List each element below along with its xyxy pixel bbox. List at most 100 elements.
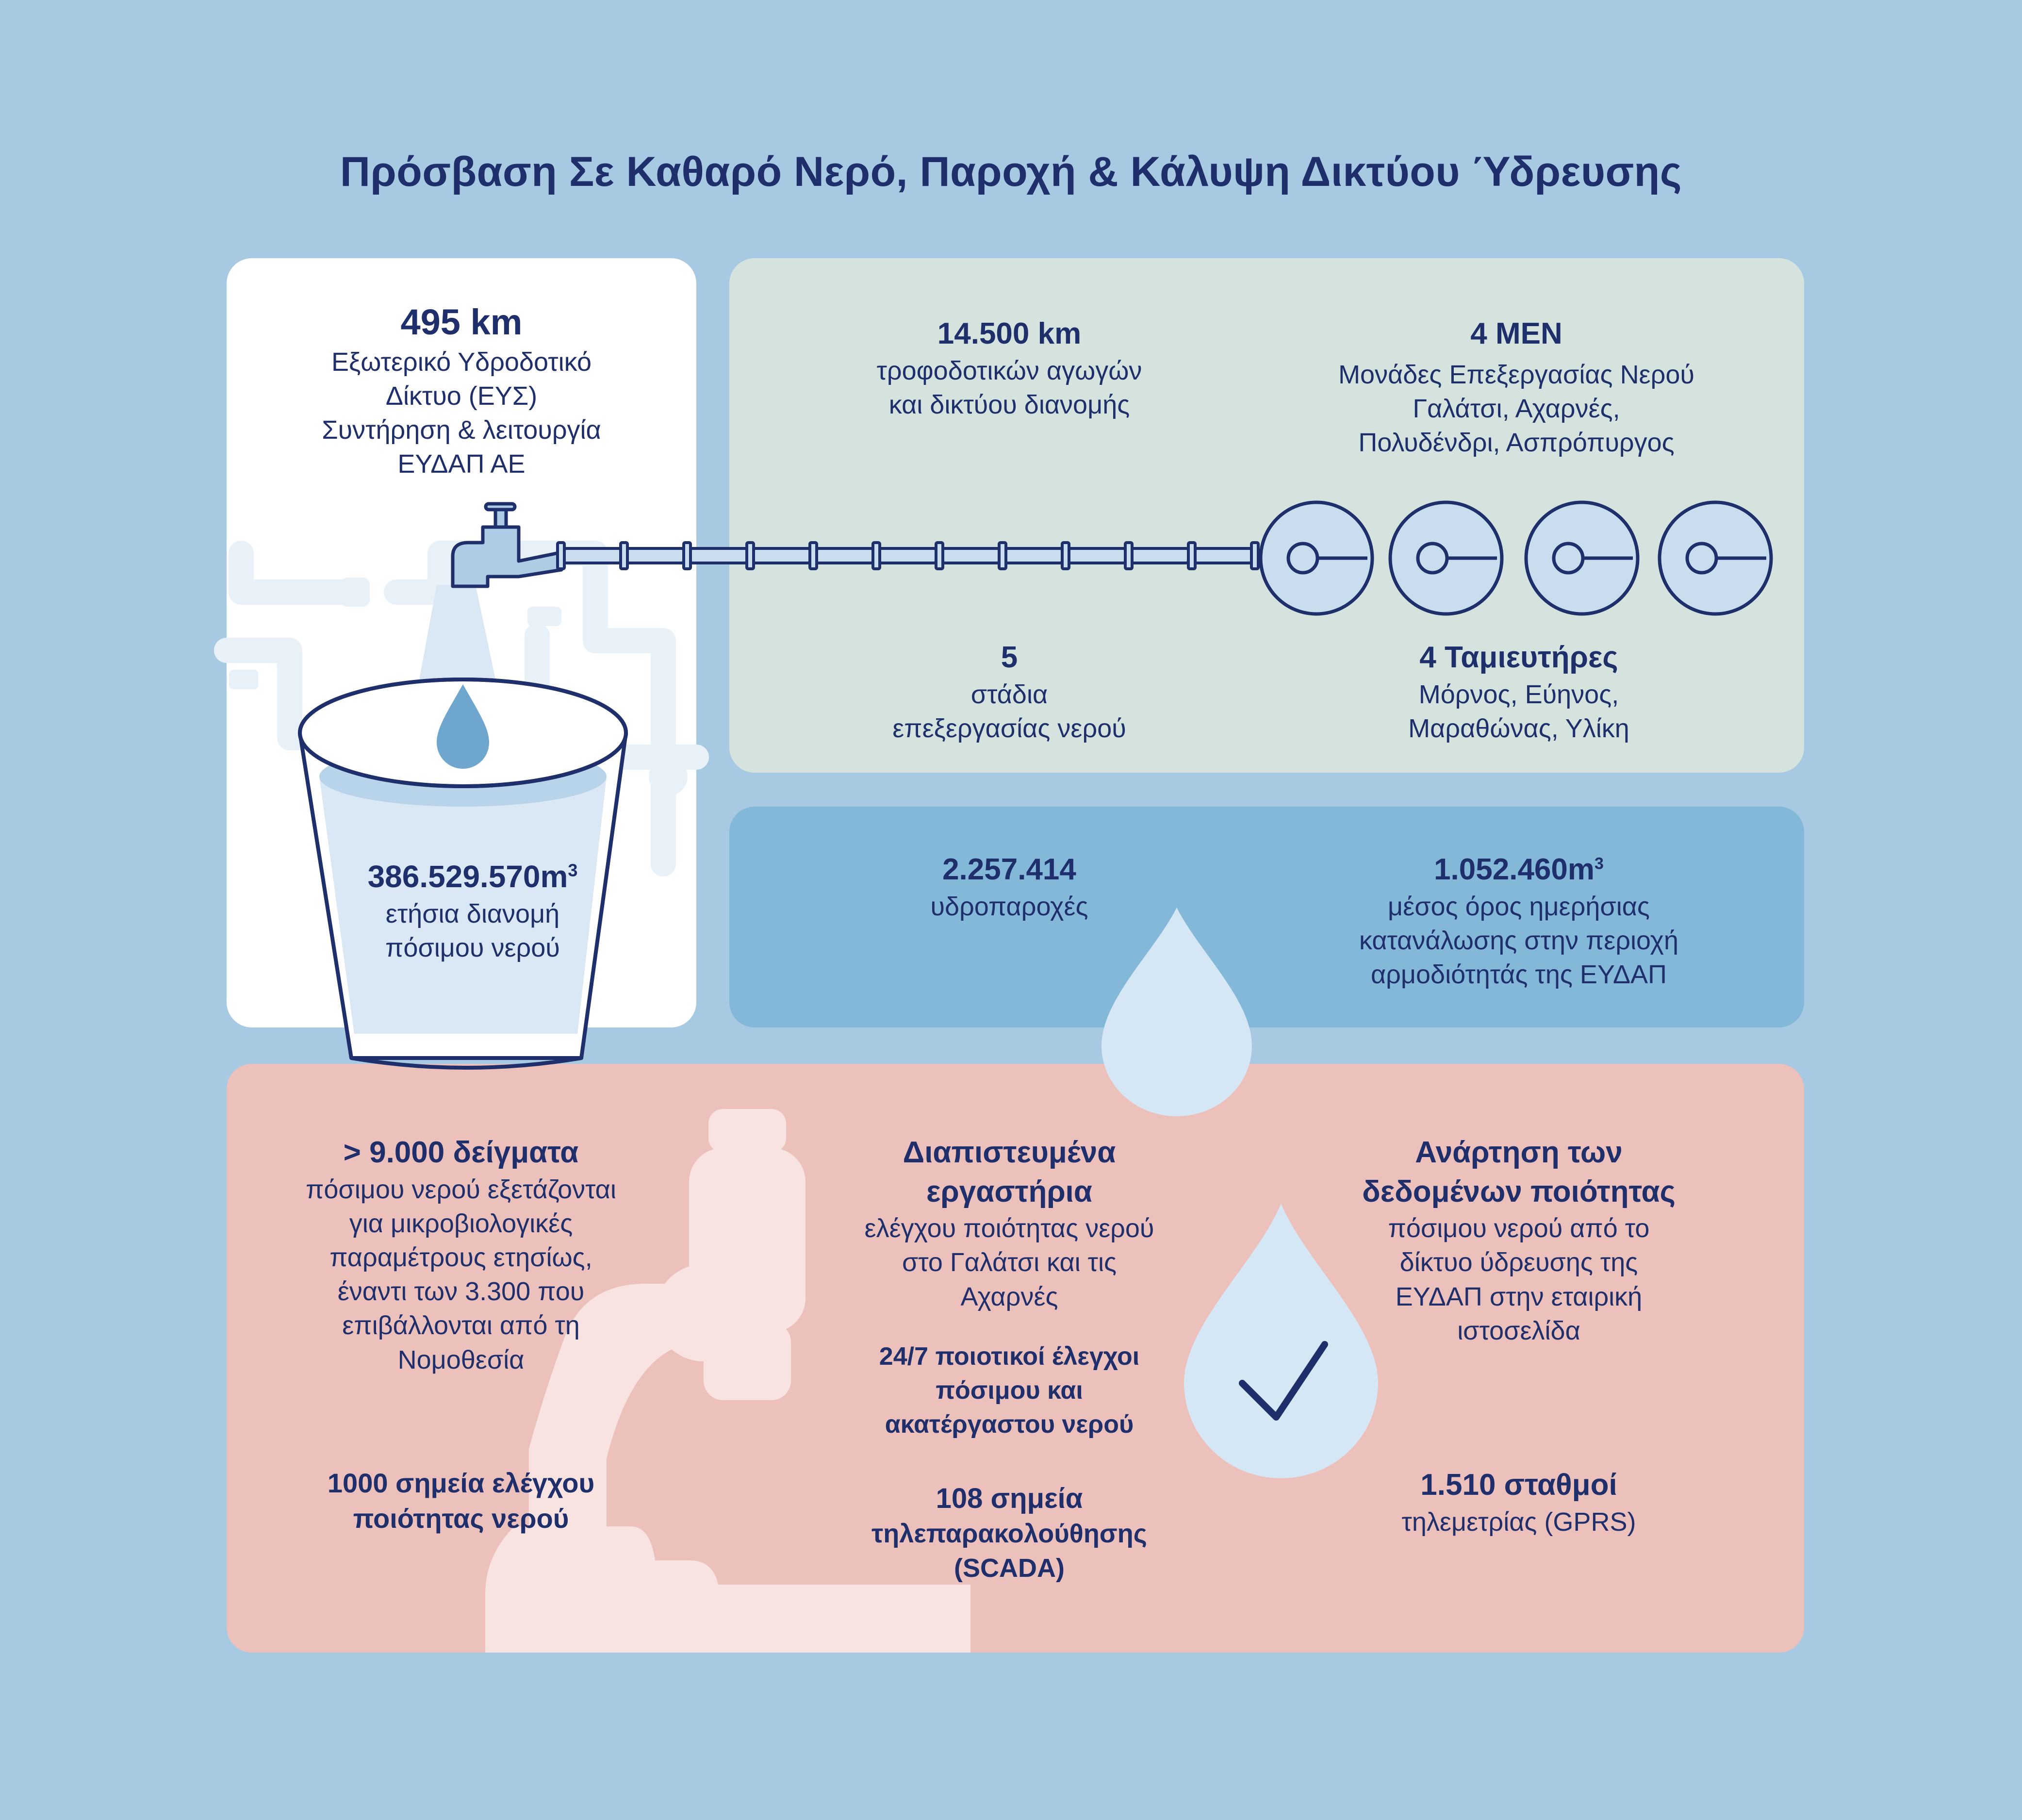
treatment-tank-core (1552, 542, 1585, 575)
treatment-tank-core (1685, 542, 1718, 575)
pipe-segment (562, 547, 622, 564)
telemetry-stat: 1.510 σταθμοί τηλεμετρίας (GPRS) (1320, 1466, 1718, 1539)
control-points-line: 1000 σημεία ελέγχου (327, 1468, 595, 1498)
pipe-segment (1193, 547, 1253, 564)
water-drop-icon (1101, 908, 1252, 1116)
treatment-plants-stat: 4 ΜΕΝ Μονάδες Επεξεργασίας Νερού Γαλάτσι… (1271, 314, 1761, 460)
microscope-icon (485, 1109, 970, 1653)
publication-line: δίκτυο ύδρευσης της (1399, 1248, 1638, 1277)
control-points-stat: 1000 σημεία ελέγχου ποιότητας νερού (262, 1466, 660, 1537)
water-supplies-stat: 2.257.414 υδροπαροχές (815, 850, 1203, 924)
scada-line: (SCADA) (954, 1553, 1065, 1583)
pipe-flange (1187, 541, 1197, 570)
pipe-flange (998, 541, 1007, 570)
stages-line: επεξεργασίας νερού (892, 713, 1126, 743)
daily-consumption-line: κατανάλωσης στην περιοχή (1359, 926, 1678, 955)
pipe-flange (556, 541, 566, 570)
pipe-flange (1061, 541, 1070, 570)
publication-line: πόσιμου νερού από το (1388, 1214, 1650, 1243)
pipe-segment (1130, 547, 1190, 564)
annual-distribution-number: 386.529.570m (367, 859, 568, 894)
samples-line: πόσιμου νερού εξετάζονται (306, 1175, 616, 1204)
annual-distribution-line: πόσιμου νερού (385, 933, 560, 963)
pipe-flange (619, 541, 629, 570)
daily-consumption-value: 1.052.460m3 (1296, 850, 1742, 890)
control-points-line: ποιότητας νερού (353, 1503, 569, 1534)
pipe-segment (940, 547, 1001, 564)
scada-value: 108 σημεία (936, 1483, 1083, 1514)
daily-consumption-unit: 3 (1595, 854, 1604, 873)
external-network-line: Εξωτερικό Υδροδοτικό (331, 347, 592, 377)
labs-line: Αχαρνές (960, 1282, 1058, 1311)
checks-stat: 24/7 ποιοτικοί έλεγχοι πόσιμου και ακατέ… (815, 1340, 1203, 1442)
publication-line: ιστοσελίδα (1457, 1316, 1580, 1345)
annual-distribution-unit: 3 (568, 860, 578, 880)
labs-line: ελέγχου ποιότητας νερού (864, 1214, 1154, 1243)
reservoirs-line: Μόρνος, Εύηνος, (1418, 679, 1619, 709)
samples-line: για μικροβιολογικές (349, 1208, 573, 1238)
samples-line: παραμέτρους ετησίως, (329, 1242, 592, 1272)
scada-stat: 108 σημεία τηλεπαρακολούθησης (SCADA) (815, 1480, 1203, 1585)
pipe-segment (625, 547, 685, 564)
annual-distribution-value: 386.529.570m3 (301, 857, 644, 897)
pipe-flange (1124, 541, 1134, 570)
water-supplies-value: 2.257.414 (942, 853, 1076, 886)
labs-title-line: Διαπιστευμένα (903, 1136, 1116, 1169)
samples-line: έναντι των 3.300 που (337, 1277, 585, 1307)
check-drop-icon (1184, 1204, 1378, 1478)
treatment-plants-line: Γαλάτσι, Αχαρνές, (1413, 394, 1620, 423)
pipe-flange (682, 541, 692, 570)
stages-stat: 5 στάδια επεξεργασίας νερού (815, 638, 1203, 745)
stages-line: στάδια (970, 679, 1048, 709)
water-supplies-line: υδροπαροχές (930, 892, 1088, 921)
supply-panel (729, 807, 1804, 1027)
external-network-value: 495 km (400, 302, 523, 342)
pipe-segment (688, 547, 748, 564)
pipe-flange (745, 541, 755, 570)
pipe-flange (871, 541, 881, 570)
treatment-plants-line: Μονάδες Επεξεργασίας Νερού (1338, 360, 1694, 389)
publication-title-line: Ανάρτηση των (1415, 1136, 1623, 1169)
checks-line: πόσιμου και (936, 1376, 1083, 1405)
telemetry-value: 1.510 σταθμοί (1420, 1468, 1617, 1502)
checks-line: ακατέργαστου νερού (885, 1410, 1134, 1439)
samples-line: Νομοθεσία (397, 1345, 525, 1374)
labs-stat: Διαπιστευμένα εργαστήρια ελέγχου ποιότητ… (815, 1133, 1203, 1314)
external-network-line: Δίκτυο (ΕΥΣ) (385, 381, 538, 411)
pipelines-line: και δικτύου διανομής (888, 390, 1130, 419)
external-network-line: Συντήρηση & λειτουργία (322, 415, 601, 445)
publication-line: ΕΥΔΑΠ στην εταιρική (1395, 1282, 1643, 1311)
pipe-segment (1003, 547, 1064, 564)
pipelines-line: τροφοδοτικών αγωγών (876, 356, 1142, 385)
external-network-line: ΕΥΔΑΠ ΑΕ (397, 449, 526, 479)
daily-consumption-line: μέσος όρος ημερήσιας (1388, 892, 1650, 921)
samples-line: επιβάλλονται από τη (342, 1311, 580, 1340)
treatment-tank-core (1286, 542, 1319, 575)
pipe-segment (751, 547, 811, 564)
pipe-flange (1250, 541, 1260, 570)
pipelines-value: 14.500 km (937, 317, 1082, 350)
treatment-tanks-icon (1259, 500, 1773, 616)
annual-distribution-stat: 386.529.570m3 ετήσια διανομή πόσιμου νερ… (301, 857, 644, 965)
samples-stat: > 9.000 δείγματα πόσιμου νερού εξετάζοντ… (262, 1133, 660, 1377)
faucet-icon (451, 502, 563, 588)
treatment-plants-line: Πολυδένδρι, Ασπρόπυργος (1358, 428, 1675, 457)
pipe-segment (814, 547, 874, 564)
network-panel (729, 258, 1804, 773)
pipelines-stat: 14.500 km τροφοδοτικών αγωγών και δικτύο… (815, 314, 1203, 422)
daily-consumption-line: αρμοδιότητάς της ΕΥΔΑΠ (1370, 960, 1667, 989)
daily-consumption-stat: 1.052.460m3 μέσος όρος ημερήσιας κατανάλ… (1296, 850, 1742, 992)
reservoirs-value: 4 Ταμιευτήρες (1419, 641, 1618, 674)
labs-line: στο Γαλάτσι και τις (902, 1248, 1117, 1277)
publication-title-line: δεδομένων ποιότητας (1362, 1175, 1676, 1208)
pipe-icon (556, 541, 1260, 570)
publication-stat: Ανάρτηση των δεδομένων ποιότητας πόσιμου… (1320, 1133, 1718, 1348)
stages-value: 5 (1001, 641, 1018, 674)
pipe-flange (808, 541, 818, 570)
daily-consumption-number: 1.052.460m (1434, 853, 1595, 886)
pipe-segment (877, 547, 937, 564)
reservoirs-line: Μαραθώνας, Υλίκη (1408, 713, 1629, 743)
scada-line: τηλεπαρακολούθησης (871, 1519, 1147, 1549)
checks-line: 24/7 ποιοτικοί έλεγχοι (879, 1342, 1140, 1371)
pipe-flange (935, 541, 944, 570)
